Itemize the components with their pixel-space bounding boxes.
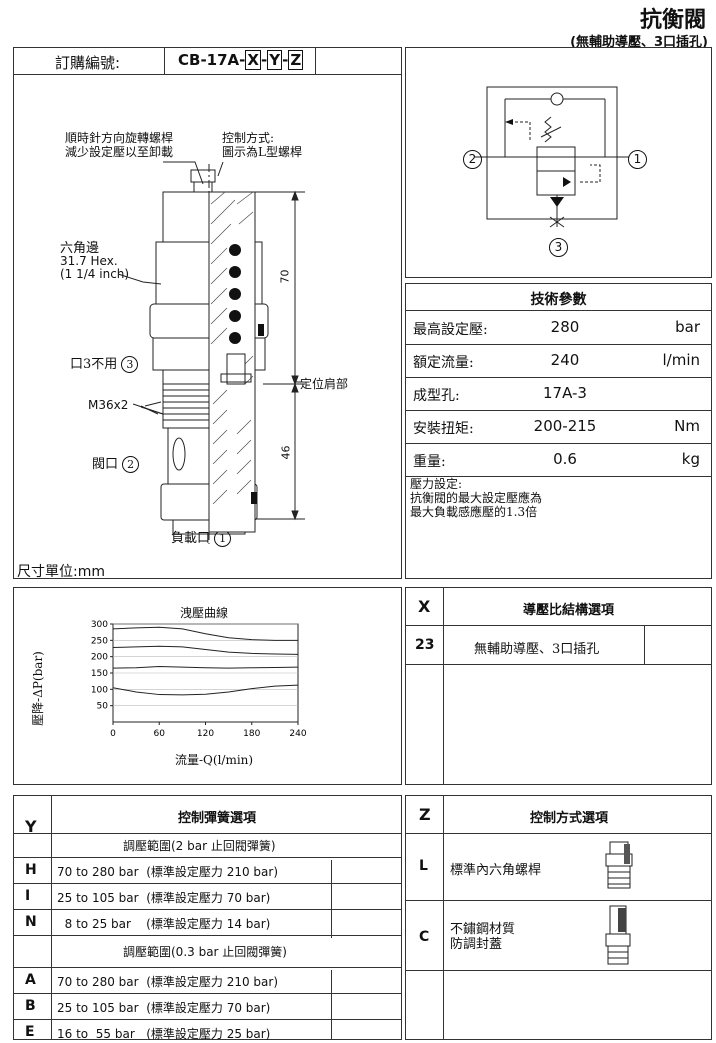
z-option-desc-c: 不鏽鋼材質防調封蓋 [450, 922, 516, 952]
y-option-code: B [25, 998, 36, 1014]
param-label: 安裝扭矩: [413, 421, 474, 437]
series-line [112, 684, 299, 696]
x-tick-label: 180 [243, 729, 260, 739]
x-tick-label: 60 [154, 729, 166, 739]
port2-label: 閥口 2 [92, 453, 140, 473]
y-option-desc: 8 to 25 bar (標準設定壓力 14 bar) [57, 917, 271, 931]
port3-circle: 3 [121, 356, 139, 373]
x-tick-label: 240 [289, 729, 306, 739]
y-tick-label: 250 [91, 636, 108, 646]
params-title: 技術參數 [530, 292, 587, 308]
y-option-code: A [25, 972, 36, 988]
y-group1-label: 調壓範圍(2 bar 止回閥彈簧) [123, 839, 276, 853]
y-option-code: H [25, 862, 37, 878]
param-unit: Nm [674, 417, 700, 435]
param-label: 最高設定壓: [413, 322, 488, 338]
order-label: 訂購編號: [55, 54, 121, 72]
param-row: 重量: 0.6 kg [405, 443, 712, 476]
z-option-desc-l: 標準內六角螺桿 [450, 863, 542, 878]
y-tick-label: 100 [91, 685, 108, 695]
drawing-panel [13, 47, 402, 579]
z-option-code-l: L [419, 858, 428, 874]
thread-label: M36x2 [88, 398, 129, 412]
x-option-code: 23 [415, 637, 435, 653]
relief-curve-chart: 50 100 150 200 250 300 0 60 120 180 240 [91, 620, 307, 739]
param-label: 重量: [413, 454, 446, 470]
y-option-desc: 25 to 105 bar (標準設定壓力 70 bar) [57, 1001, 271, 1015]
order-code: CB-17A-X-Y-Z [178, 50, 304, 70]
chart-title: 洩壓曲線 [180, 606, 229, 620]
y-option-desc: 70 to 280 bar (標準設定壓力 210 bar) [57, 865, 278, 879]
port2-circle: 2 [122, 456, 140, 473]
y-tick-label: 200 [91, 653, 108, 663]
param-label: 成型孔: [413, 388, 460, 404]
y-group2-label: 調壓範圍(0.3 bar 止回閥彈簧) [123, 945, 287, 959]
x-tick-label: 120 [197, 729, 214, 739]
unit-label: 尺寸單位:mm [17, 564, 105, 580]
schematic-port-1: 1 [628, 150, 647, 169]
z-options-head: Z [419, 805, 431, 824]
x-options-head: X [418, 597, 431, 616]
schematic-port-2: 2 [463, 150, 482, 169]
sealed-cap-icon [605, 905, 631, 965]
z-options-panel [405, 795, 712, 1040]
port3-label: 口3不用 3 [70, 353, 139, 373]
param-value: 17A-3 [543, 384, 587, 402]
y-option-desc: 70 to 280 bar (標準設定壓力 210 bar) [57, 975, 278, 989]
y-options-title: 控制彈簧選項 [178, 811, 257, 826]
param-value: 240 [550, 351, 580, 369]
y-option-code: I [25, 888, 31, 904]
x-option-desc: 無輔助導壓、3口插孔 [474, 642, 600, 657]
y-options-panel [13, 795, 402, 1040]
x-options-title: 導壓比結構選項 [523, 603, 615, 618]
param-row: 成型孔: 17A-3 [405, 377, 712, 410]
param-value: 200-215 [533, 417, 597, 435]
note-control: 控制方式:圖示為L型螺桿 [222, 131, 302, 159]
y-tick-label: 150 [91, 669, 108, 679]
series-line [112, 665, 299, 669]
params-panel [405, 283, 712, 579]
y-tick-label: 50 [97, 702, 109, 712]
param-unit: bar [675, 318, 700, 336]
locate-label: 定位肩部 [300, 377, 349, 391]
screw-cap-icon [605, 841, 633, 889]
y-option-desc: 25 to 105 bar (標準設定壓力 70 bar) [57, 891, 271, 905]
param-value: 280 [550, 318, 580, 336]
param-row: 安裝扭矩: 200-215 Nm [405, 410, 712, 443]
page-subtitle: (無輔助導壓、3口插孔) [570, 35, 708, 50]
param-label: 額定流量: [413, 355, 474, 371]
param-row: 額定流量: 240 l/min [405, 344, 712, 377]
z-options-title: 控制方式選項 [530, 811, 609, 826]
y-option-code: E [25, 1024, 35, 1040]
series-line [112, 626, 298, 641]
series-line [112, 645, 299, 655]
y-tick-label: 300 [91, 620, 108, 630]
y-option-code: N [25, 914, 37, 930]
y-options-head: Y [25, 817, 37, 836]
schematic-port-3: 3 [549, 238, 568, 257]
x-options-panel [405, 587, 712, 785]
y-option-desc: 16 to 55 bar (標準設定壓力 25 bar) [57, 1027, 271, 1041]
page-title: 抗衡閥 [639, 8, 706, 33]
x-tick-label: 0 [110, 729, 116, 739]
schematic-panel [405, 47, 712, 278]
param-unit: l/min [662, 351, 700, 369]
param-value: 0.6 [553, 450, 577, 468]
param-row: 最高設定壓: 280 bar [405, 311, 712, 344]
z-option-code-c: C [419, 929, 430, 945]
params-note: 壓力設定:抗衡閥的最大設定壓應為最大負載感應壓的1.3倍 [410, 477, 543, 519]
note-rotate: 順時針方向旋轉螺桿減少設定壓以至卸載 [65, 131, 174, 159]
param-unit: kg [681, 450, 700, 468]
chart-panel [13, 587, 402, 785]
chart-xlabel: 流量-Q(l/min) [175, 753, 254, 767]
valve-drawing [117, 161, 305, 544]
